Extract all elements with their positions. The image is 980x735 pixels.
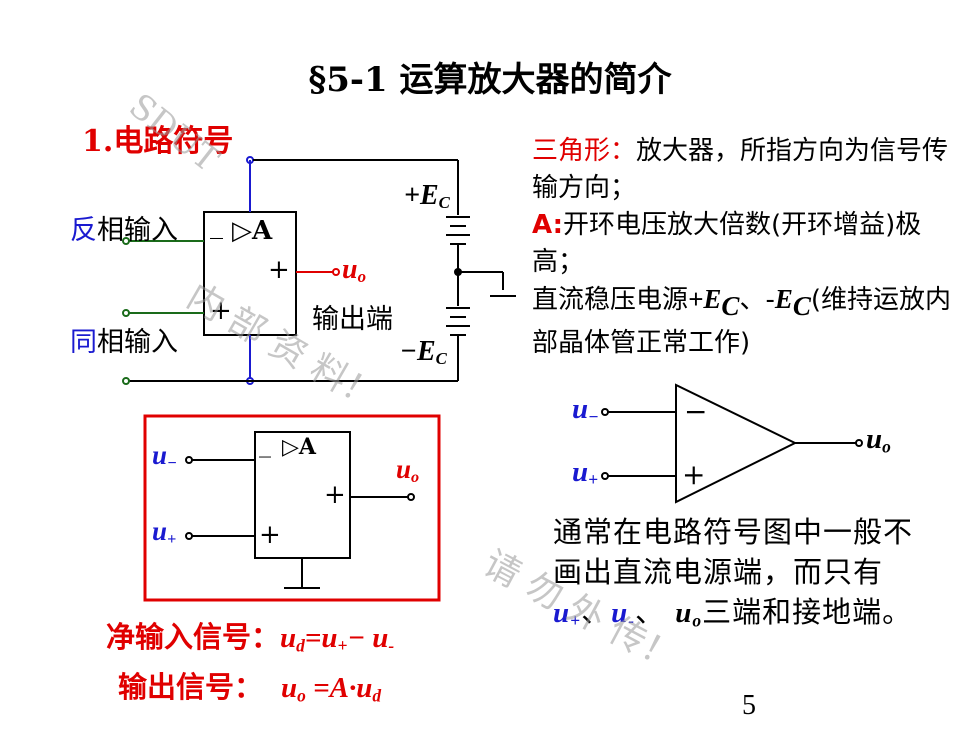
section-number: §5-1 (308, 60, 388, 100)
tri-u-out: uo (866, 423, 891, 457)
rail-terminal (122, 377, 130, 385)
output-symbol: uo (342, 254, 366, 287)
boxed-amp-mark: ▷A (282, 434, 316, 460)
triangle-symbol (675, 383, 798, 504)
output-formula: 输出信号：uo =A·ud (118, 670, 382, 706)
description-triangle: 三角形：放大器，所指方向为信号传输方向； (532, 136, 949, 203)
boxed-u-minus: u− (152, 440, 177, 473)
highlight-frame (143, 414, 441, 602)
boxed-plus-out: + (324, 480, 346, 510)
boxed-terminal-plus (185, 532, 193, 540)
boxed-output-terminal (407, 493, 415, 501)
note-paragraph: 通常在电路符号图中一般不画出直流电源端，而只有u+、u-、 uo三端和接地端。 (553, 515, 914, 631)
boxed-terminal-minus (185, 456, 193, 464)
boxed-plus-in: + (259, 520, 281, 550)
inverting-terminal (122, 237, 130, 245)
tri-u-minus: u− (572, 393, 599, 427)
noninverting-terminal (122, 309, 130, 317)
description-gain: A:开环电压放大倍数(开环增益)极高； (532, 210, 922, 277)
inverting-input-label: 反相输入 (70, 215, 178, 246)
title-text: 运算放大器的简介 (399, 60, 672, 100)
supply-pos-label: +EC (404, 180, 450, 213)
net-input-formula: 净输入信号：ud=u+− u- (106, 620, 395, 656)
output-terminal (332, 268, 340, 276)
output-label: 输出端 (312, 304, 393, 335)
battery-pos (446, 216, 470, 245)
amp-mark: ▷A (232, 216, 273, 246)
tri-minus-sign: − (684, 395, 708, 428)
battery-neg (446, 307, 470, 336)
amp-output-plus: + (268, 255, 290, 285)
tri-terminal-minus (601, 408, 609, 416)
amp-minus-sign: _ (210, 210, 223, 240)
boxed-u-plus: u+ (152, 516, 177, 549)
supply-neg-label: −EC (400, 336, 447, 369)
page-number: 5 (742, 690, 756, 721)
noninverting-input-label: 同相输入 (70, 327, 178, 358)
page-title: §5-1 运算放大器的简介 (0, 52, 980, 101)
tri-terminal-plus (601, 472, 609, 480)
tri-plus-sign: + (682, 458, 706, 491)
description-supply: 直流稳压电源+EC、-EC(维持运放内部晶体管正常工作) (532, 284, 952, 358)
tri-u-plus: u+ (572, 456, 599, 490)
tri-output-terminal (855, 439, 863, 447)
boxed-u-out: uo (396, 454, 420, 487)
boxed-minus-sign: _ (259, 430, 271, 458)
section-heading: 1.电路符号 (82, 124, 234, 159)
amp-plus-sign: + (210, 296, 232, 326)
